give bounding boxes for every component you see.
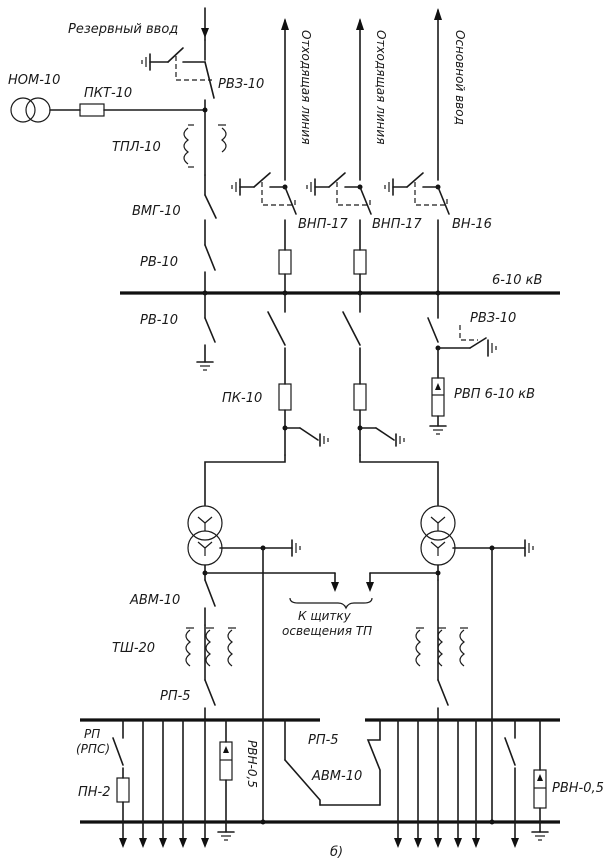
label-lighting-panel: К щитку освещения ТП — [282, 609, 372, 638]
label-rp-mid: РП-5 — [308, 733, 339, 748]
lv-feeders-right — [394, 719, 549, 848]
lighting-panel-taps — [202, 570, 441, 610]
label-rp-rps: РП (РПС) — [76, 727, 110, 756]
label-rv-upper: РВ-10 — [140, 255, 178, 270]
label-rvz-top: РВЗ-10 — [218, 77, 264, 92]
arrester-rvp-right — [427, 292, 497, 435]
label-outgoing-2: Отходящая линия — [374, 30, 388, 144]
switch-rp5-left — [204, 679, 216, 721]
main-input-feeder — [384, 8, 450, 294]
label-ndm: НОМ-10 — [8, 73, 60, 88]
label-main-input: Основной ввод — [453, 30, 467, 125]
label-vnp-2: ВНП-17 — [372, 217, 422, 232]
label-rvp: РВП 6-10 кВ — [454, 387, 535, 402]
label-tpl: ТПЛ-10 — [112, 140, 161, 155]
outgoing-line-1 — [231, 18, 297, 294]
transformer-feeder-2 — [342, 292, 439, 506]
label-rvz-right: РВЗ-10 — [470, 311, 516, 326]
breaker-avm-left — [204, 579, 216, 626]
lv-feeders-left — [112, 719, 235, 848]
label-rp-left: РП-5 — [160, 689, 191, 704]
voltage-transformer-nom — [10, 97, 208, 123]
outgoing-line-2 — [306, 18, 372, 294]
label-outgoing-1: Отходящая линия — [299, 30, 313, 144]
disconnector-rv-upper — [204, 244, 216, 294]
current-transformers-tsh-left — [185, 624, 236, 681]
power-transformer-right — [420, 505, 534, 581]
tie-line-left — [260, 547, 266, 825]
label-avm-mid: АВМ-10 — [311, 769, 362, 784]
label-figure: б) — [330, 845, 343, 860]
label-rvn-right: РВН-0,5 — [552, 781, 604, 796]
tie-line-right — [489, 547, 495, 825]
label-pkt: ПКТ-10 — [84, 86, 132, 101]
disconnector-rv-lower — [196, 292, 216, 371]
label-pn: ПН-2 — [78, 785, 111, 800]
label-vmg: ВМГ-10 — [132, 204, 181, 219]
switch-rp5-right-upper — [437, 679, 449, 721]
label-vn: ВН-16 — [452, 217, 492, 232]
breaker-avm-tie — [284, 719, 381, 806]
label-avm-left: АВМ-10 — [129, 593, 180, 608]
label-vnp-1: ВНП-17 — [298, 217, 348, 232]
current-transformer-tpl — [183, 124, 227, 168]
label-pk: ПК-10 — [222, 391, 262, 406]
transformer-feeder-1 — [204, 292, 329, 506]
label-voltage: 6-10 кВ — [492, 273, 542, 288]
label-rv-lower: РВ-10 — [140, 313, 178, 328]
label-rvn-left: РВН-0,5 — [245, 740, 259, 788]
breaker-vmg — [204, 174, 217, 246]
current-transformers-right — [415, 579, 468, 681]
label-tsh: ТШ-20 — [112, 641, 155, 656]
label-reserve-input: Резервный ввод — [68, 22, 178, 37]
power-transformer-left — [187, 505, 301, 581]
